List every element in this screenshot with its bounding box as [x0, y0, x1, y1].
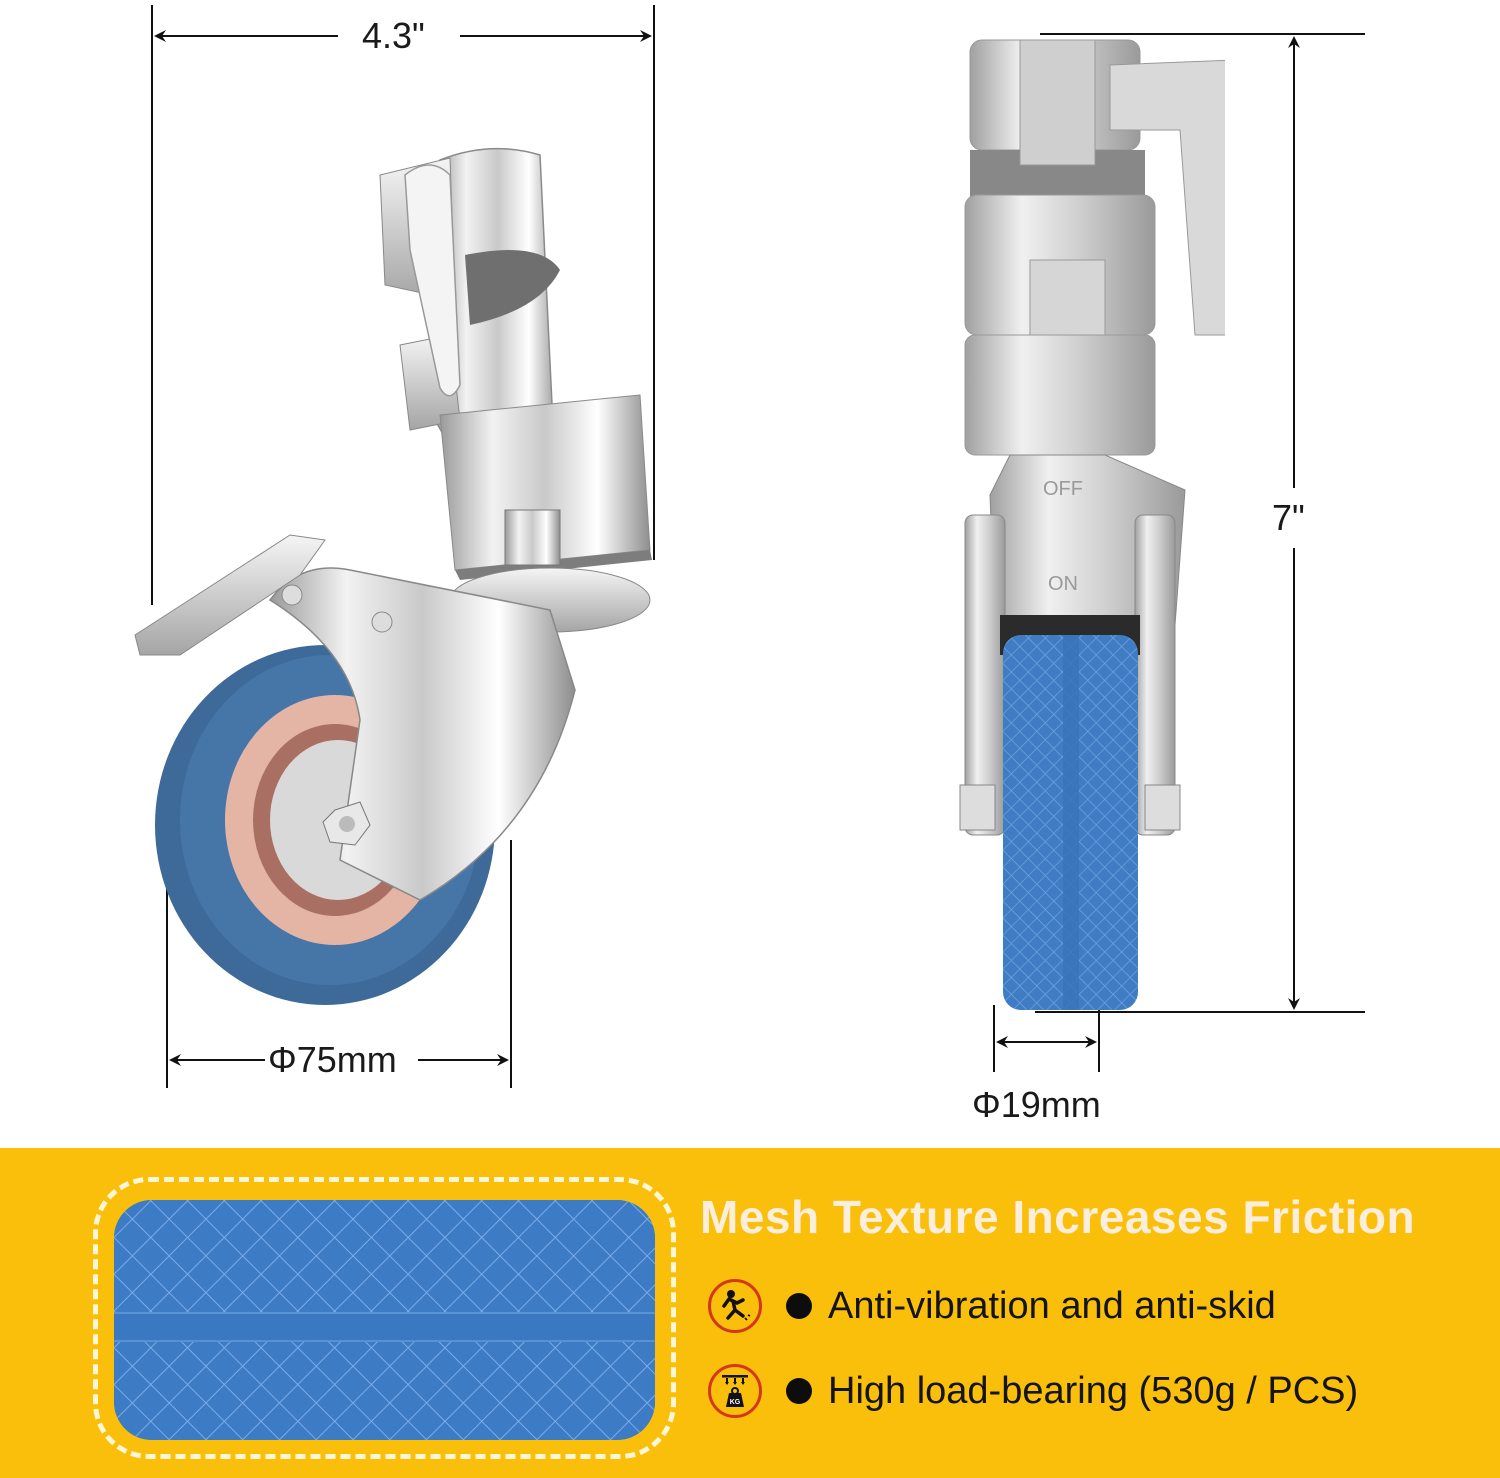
feature-item-load-bearing: KG High load-bearing (530g / PCS) [708, 1361, 1358, 1421]
slip-warning-icon [708, 1279, 762, 1333]
weight-kg-icon: KG [708, 1364, 762, 1418]
bullet-dot [786, 1378, 812, 1404]
wheel-width-label: Φ19mm [972, 1084, 1101, 1125]
height-dimension-label: 7" [1272, 497, 1305, 538]
dimension-lines [151, 5, 1365, 1088]
feature-label: Anti-vibration and anti-skid [828, 1284, 1276, 1327]
feature-item-anti-skid: Anti-vibration and anti-skid [708, 1276, 1276, 1336]
feature-headline: Mesh Texture Increases Friction [700, 1191, 1416, 1243]
bullet-dot [786, 1293, 812, 1319]
mesh-texture-frame [93, 1177, 676, 1459]
mesh-texture-closeup [114, 1200, 655, 1440]
wheel-diameter-label: Φ75mm [268, 1039, 397, 1080]
lock-off-label: OFF [1043, 478, 1083, 500]
feature-label: High load-bearing (530g / PCS) [828, 1369, 1359, 1412]
caster-wheel-front-view: OFF ON [959, 39, 1225, 1010]
caster-wheel-angled-view [134, 147, 652, 1005]
svg-text:KG: KG [730, 1399, 741, 1406]
lock-on-label: ON [1048, 573, 1078, 595]
width-dimension-label: 4.3" [352, 18, 435, 54]
